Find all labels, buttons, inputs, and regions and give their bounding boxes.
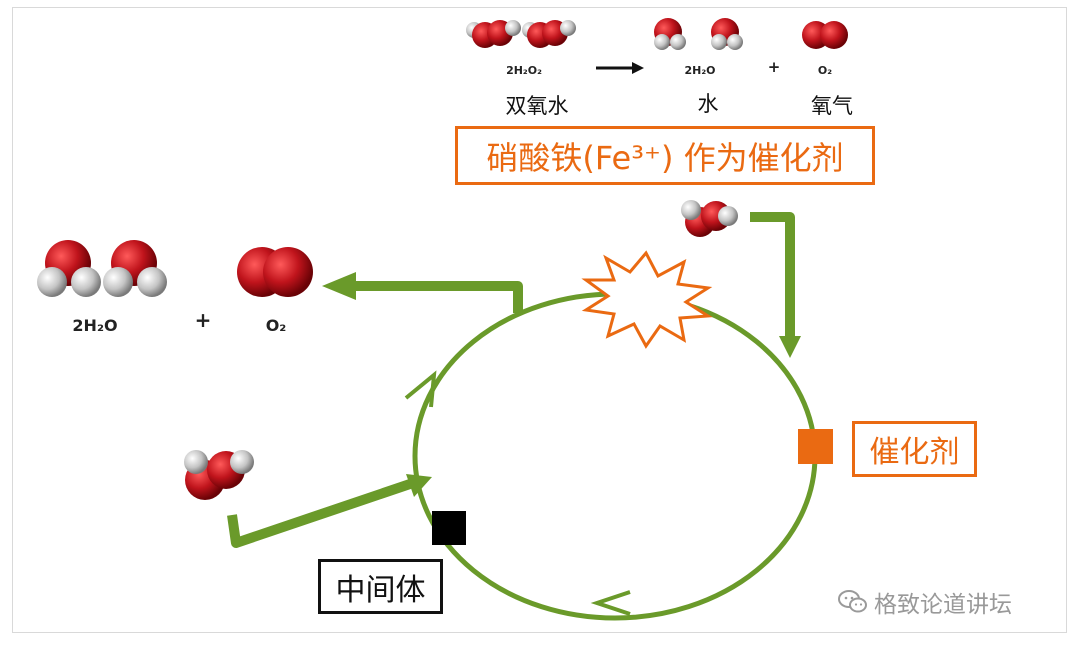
starburst-icon: [581, 250, 713, 349]
hydrogen-peroxide-molecule-icon: [681, 200, 738, 237]
oxygen-molecule-icon: [237, 247, 313, 297]
hydrogen-peroxide-molecule-icon: [184, 450, 254, 500]
water-molecule-icon: [654, 18, 686, 50]
reaction-arrow-icon: [596, 62, 644, 74]
cycle-direction-arrow-icon: [590, 590, 631, 616]
reactant-name: 双氧水: [506, 94, 569, 118]
left-water-formula: 2H₂O: [72, 316, 117, 335]
plus-sign: +: [768, 58, 781, 76]
watermark-text: 格致论道讲坛: [874, 592, 1012, 618]
intermediate-label: 中间体: [318, 559, 443, 614]
catalyst-title-box: 硝酸铁(Fe³⁺) 作为催化剂: [455, 126, 875, 185]
catalyst-marker: [798, 429, 833, 464]
substrate-entry-arrow-icon: [227, 474, 432, 548]
cycle-direction-arrow-icon: [404, 370, 437, 408]
image-frame: [12, 7, 1067, 633]
water-molecule-icon: [103, 240, 167, 297]
reactant-formula: 2H₂O₂: [506, 64, 542, 77]
substrate-entry-arrow-icon: [750, 212, 801, 358]
catalytic-cycle-loop: [412, 291, 818, 621]
water-molecule-icon: [37, 240, 101, 297]
watermark: 格致论道讲坛: [838, 584, 1012, 620]
left-plus-sign: +: [195, 308, 212, 332]
h2o2-molecule-icon: [522, 20, 576, 48]
water-molecule-icon: [711, 18, 743, 50]
h2o2-molecule-icon: [466, 20, 521, 48]
product-release-arrow-icon: [322, 272, 523, 313]
product2-formula: O₂: [818, 64, 832, 77]
wechat-icon: [838, 590, 867, 613]
product1-formula: 2H₂O: [684, 64, 715, 77]
product2-name: 氧气: [811, 94, 853, 118]
intermediate-marker: [432, 511, 466, 545]
left-oxygen-formula: O₂: [266, 316, 287, 335]
oxygen-molecule-icon: [802, 21, 848, 49]
product1-name: 水: [698, 92, 719, 116]
catalyst-label: 催化剂: [852, 421, 977, 477]
